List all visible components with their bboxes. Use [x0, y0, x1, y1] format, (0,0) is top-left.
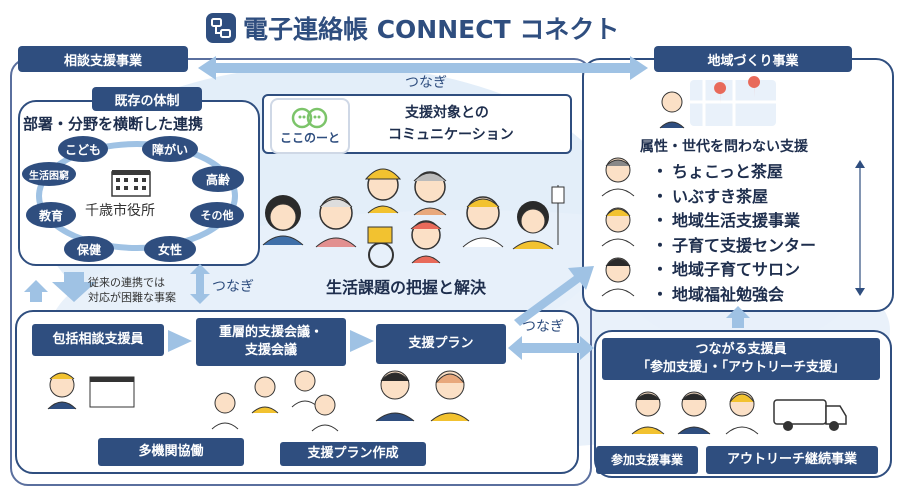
dept-kodomo: こども — [58, 136, 108, 162]
up-arrow-right — [726, 306, 750, 328]
vertical-double-arrow — [190, 264, 210, 304]
comm-line2: コミュニケーション — [388, 127, 514, 143]
top-double-arrow — [198, 56, 648, 80]
down-arrow-left — [52, 272, 96, 302]
service-item: 地域福祉勉強会 — [652, 283, 816, 308]
tsunagi-middle: つなぎ — [212, 279, 254, 295]
dept-seikatsu: 生活困窮 — [22, 162, 76, 186]
comm-line1: 支援対象との — [405, 105, 489, 121]
step-kaigi: 重層的支援会議・ 支援会議 — [196, 318, 346, 366]
people-illustration — [262, 168, 565, 268]
dept-shougai: 障がい — [142, 136, 198, 162]
soudan-shien-label: 相談支援事業 — [18, 46, 188, 72]
kokonoto-logo-text: ここのーと — [279, 130, 340, 145]
chiiki-zukuri-label: 地域づくり事業 — [654, 46, 852, 72]
note-line1: 従来の連携では — [88, 276, 165, 289]
service-item: ちょこっと茶屋 — [652, 160, 816, 185]
arrow-step2-3 — [350, 330, 374, 352]
arrow-step1-2 — [168, 330, 192, 352]
service-item: 子育て支援センター — [652, 234, 816, 259]
title-area: 電子連絡帳 CONNECT コネクト — [205, 10, 619, 46]
step-kaigi-line2: 支援会議 — [244, 343, 297, 358]
page-title: 電子連絡帳 CONNECT コネクト — [243, 15, 620, 44]
tsunagaru-line2: 「参加支援」・「アウトリーチ支援」 — [636, 360, 845, 375]
service-list: ちょこっと茶屋 いぶすき茶屋 地域生活支援事業 子育て支援センター 地域子育てサ… — [652, 160, 816, 307]
kokonoto-logo-icon — [291, 107, 328, 128]
city-hall-label: 千歳市役所 — [85, 203, 155, 219]
step-houkatsu: 包括相談支援員 — [32, 324, 164, 356]
dept-kyouiku: 教育 — [26, 202, 76, 228]
tagikan-label: 多機関協働 — [98, 438, 244, 466]
service-item: 地域生活支援事業 — [652, 209, 816, 234]
kizon-ring — [36, 141, 238, 251]
city-hall-icon — [111, 170, 151, 197]
tsunagi-process: つなぎ — [522, 319, 564, 335]
step-kaigi-line1: 重層的支援会議・ — [218, 325, 323, 341]
kizon-subtitle: 部署・分野を横断した連携 — [23, 115, 204, 133]
sanka-label: 参加支援事業 — [596, 446, 698, 474]
outreach-illustration — [631, 391, 847, 435]
dept-sonota: その他 — [190, 202, 244, 228]
up-arrow-left — [24, 280, 48, 302]
connect-logo-icon — [206, 13, 236, 43]
diagonal-arrow — [514, 266, 594, 326]
kizon-header: 既存の体制 — [92, 87, 202, 111]
map-pin-illustration — [659, 76, 776, 129]
right-heading: 属性・世代を問わない支援 — [640, 139, 808, 155]
tsunagaru-box: つながる支援員 「参加支援」・「アウトリーチ支援」 — [602, 338, 880, 380]
dept-hoken: 保健 — [64, 236, 114, 262]
dept-kourei: 高齢 — [192, 166, 244, 192]
step-plan: 支援プラン — [376, 324, 506, 364]
plan-sakusei-label: 支援プラン作成 — [280, 442, 426, 466]
dept-josei: 女性 — [144, 236, 196, 262]
issue-label: 生活課題の把握と解決 — [326, 278, 487, 297]
process-illustration — [47, 370, 470, 432]
plan-tsunagaru-arrow — [508, 336, 594, 360]
service-item: 地域子育てサロン — [652, 258, 816, 283]
tsunagi-top: つなぎ — [405, 75, 447, 91]
right-people-illustration — [601, 157, 635, 297]
kokonoto-logo: ここのーと — [270, 98, 350, 154]
outreach-label: アウトリーチ継続事業 — [706, 446, 878, 474]
tsunagaru-line1: つながる支援員 — [695, 342, 787, 358]
service-item: いぶすき茶屋 — [652, 185, 816, 210]
vertical-range-arrow — [855, 160, 865, 296]
note-line2: 対応が困難な事案 — [88, 291, 176, 304]
